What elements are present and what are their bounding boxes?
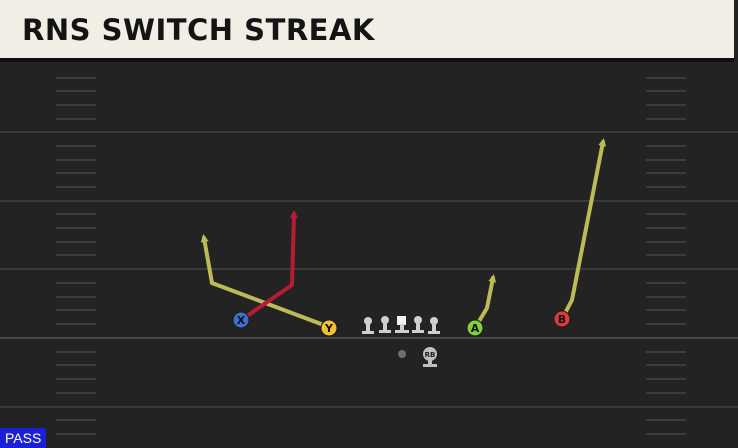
receiver-y-label: Y (324, 322, 334, 335)
running-back: RB (423, 347, 437, 367)
receiver-b-label: B (558, 313, 566, 326)
receiver-x: X (232, 311, 250, 329)
lineman-right-tackle (428, 317, 440, 334)
yard-lines (0, 131, 738, 408)
lineman-left-guard (379, 316, 391, 333)
route-y (200, 234, 331, 329)
receiver-a: A (466, 319, 484, 337)
offensive-line (362, 316, 440, 334)
route-b (560, 138, 607, 321)
rb-label: RB (425, 351, 436, 359)
receiver-a-label: A (471, 322, 480, 335)
route-x (239, 210, 298, 322)
routes (200, 138, 607, 330)
play-type-badge: PASS (0, 428, 47, 448)
receiver-b: B (553, 310, 571, 328)
hash-marks-left (56, 77, 96, 435)
field-canvas: RB X Y A B (0, 77, 738, 435)
play-title: RNS SWITCH STREAK (22, 13, 375, 47)
receiver-y: Y (320, 319, 338, 337)
lineman-left-tackle (362, 317, 374, 334)
football-field: RB X Y A B (0, 62, 738, 448)
title-banner: RNS SWITCH STREAK (0, 0, 734, 62)
receiver-x-label: X (237, 314, 246, 327)
quarterback-dot (398, 350, 406, 358)
hash-marks-right (646, 77, 686, 435)
lineman-right-guard (412, 316, 424, 333)
center-square (395, 316, 409, 333)
